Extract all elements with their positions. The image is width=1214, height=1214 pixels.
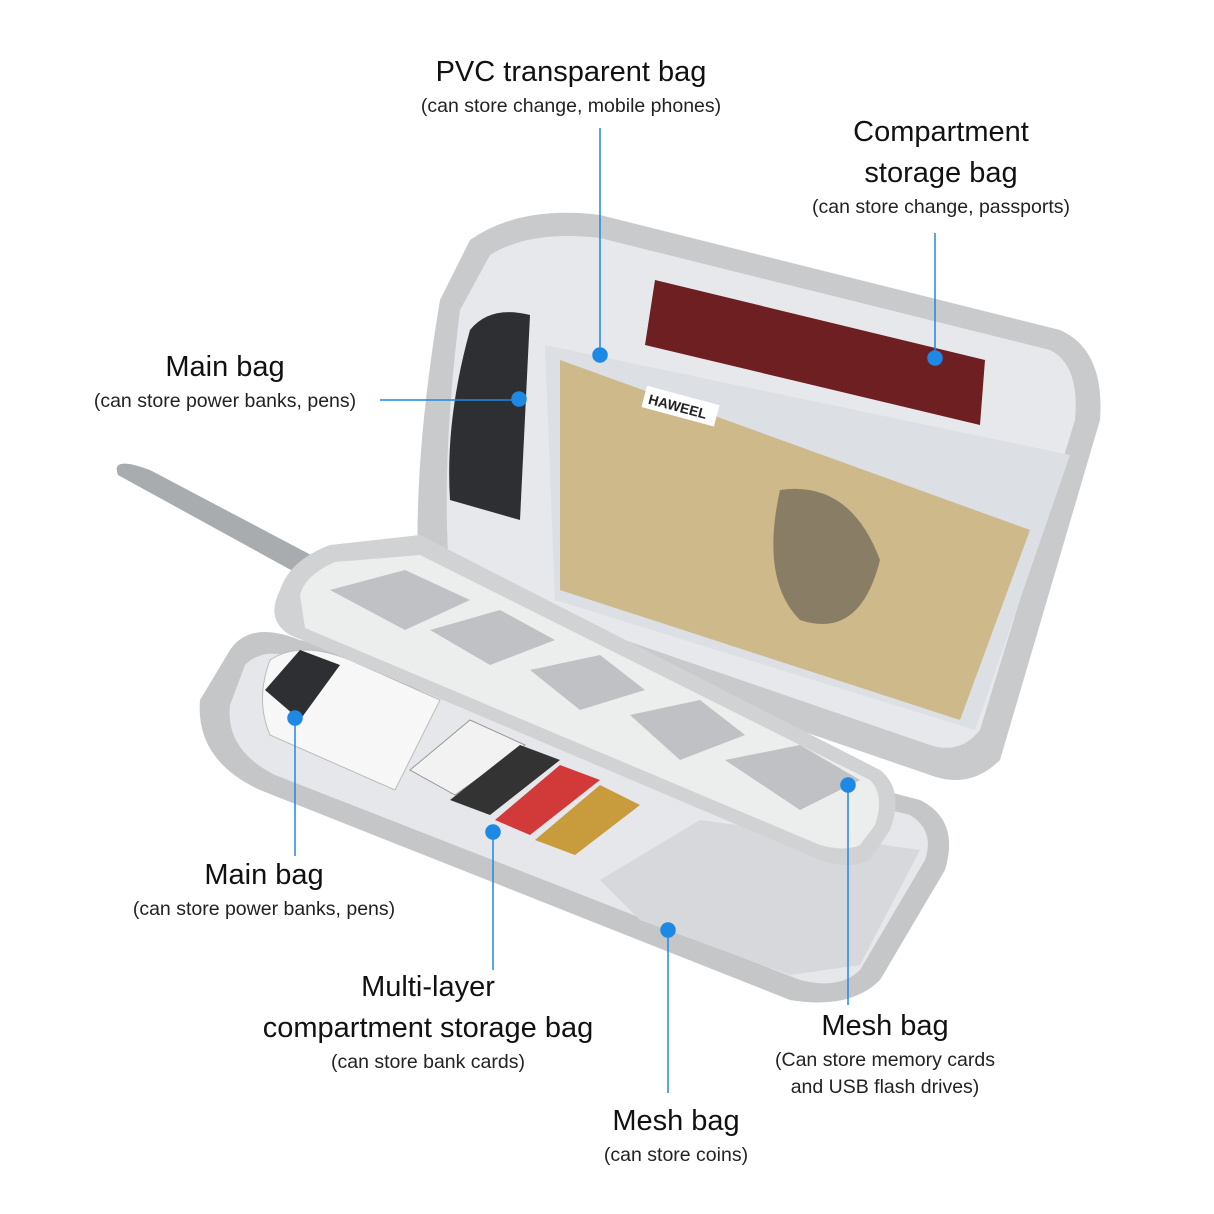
label-title: Main bag <box>165 351 285 383</box>
marker-compartment <box>927 350 943 366</box>
label-title: Mesh bag <box>612 1105 740 1137</box>
label-title: Multi-layer <box>361 971 495 1003</box>
card-gold <box>535 785 640 855</box>
label-subtitle: (Can store memory cards <box>775 1049 995 1071</box>
label-title: Main bag <box>204 859 324 891</box>
label-compartment: Compartment storage bag (can store chang… <box>812 112 1070 221</box>
card-red <box>495 765 600 835</box>
label-mesh-coins: Mesh bag (can store coins) <box>604 1101 748 1169</box>
label-title: compartment storage bag <box>262 1012 594 1044</box>
marker-main-top <box>511 391 527 407</box>
wrist-strap <box>116 463 330 575</box>
label-subtitle: (can store change, mobile phones) <box>420 95 722 117</box>
marker-pvc <box>592 347 608 363</box>
label-subtitle: and USB flash drives) <box>790 1076 980 1098</box>
marker-mesh-coins <box>660 922 676 938</box>
marker-mesh-cards <box>840 777 856 793</box>
passport <box>645 280 985 425</box>
label-main-bottom: Main bag (can store power banks, pens) <box>133 855 395 923</box>
marker-multilayer <box>485 824 501 840</box>
marker-main-bottom <box>287 710 303 726</box>
label-subtitle: (can store power banks, pens) <box>132 898 396 920</box>
label-mesh-cards: Mesh bag (Can store memory cards and USB… <box>775 1006 995 1101</box>
label-subtitle: (can store coins) <box>603 1144 749 1166</box>
label-title: PVC transparent bag <box>435 56 707 88</box>
label-title: Compartment <box>853 116 1029 148</box>
card-white <box>409 719 526 796</box>
label-subtitle: (can store bank cards) <box>330 1051 525 1073</box>
label-multilayer: Multi-layer compartment storage bag (can… <box>263 967 593 1076</box>
label-title: Mesh bag <box>821 1010 949 1042</box>
label-main-top: Main bag (can store power banks, pens) <box>94 347 356 415</box>
label-subtitle: (can store change, passports) <box>812 196 1070 218</box>
label-subtitle: (can store power banks, pens) <box>93 390 357 412</box>
label-pvc: PVC transparent bag (can store change, m… <box>421 52 721 120</box>
label-title: storage bag <box>864 157 1018 189</box>
card-black <box>450 745 560 815</box>
phone-upper <box>449 312 530 520</box>
